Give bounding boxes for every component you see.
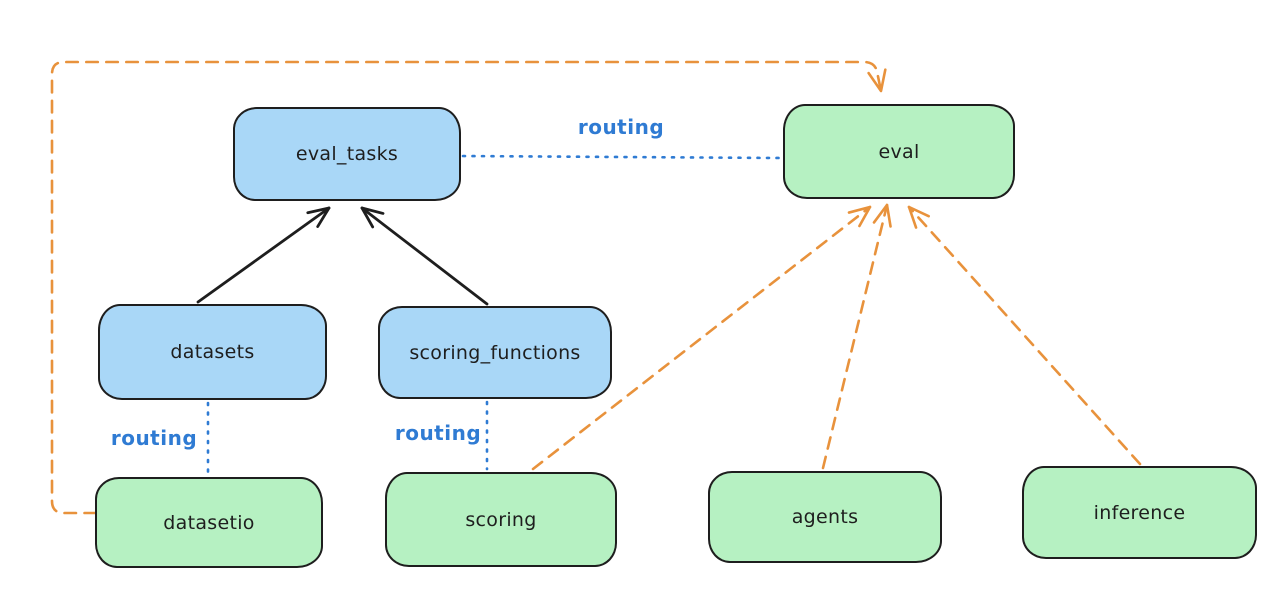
edge-datasetio-to-eval [50, 60, 887, 515]
node-datasetio-label: datasetio [163, 511, 255, 534]
node-inference-label: inference [1093, 501, 1186, 524]
routing-label-eval-tasks-eval: routing [577, 115, 665, 139]
edge-agents-to-eval [821, 203, 892, 470]
edge-scoring-functions-to-eval-tasks [360, 206, 489, 306]
edge-eval-tasks-to-eval-routing [461, 154, 783, 160]
node-inference: inference [1022, 466, 1257, 559]
node-datasetio: datasetio [95, 477, 323, 568]
node-agents: agents [708, 471, 942, 563]
node-scoring: scoring [385, 472, 617, 567]
edge-scoring-to-eval [531, 205, 872, 471]
node-eval-label: eval [878, 140, 920, 163]
node-eval-tasks: eval_tasks [233, 107, 461, 201]
routing-label-scoring-functions-scoring: routing [394, 421, 482, 445]
edge-datasets-to-eval-tasks [196, 206, 331, 304]
node-eval-tasks-label: eval_tasks [295, 143, 399, 165]
routing-label-datasets-datasetio: routing [110, 426, 198, 450]
node-datasets: datasets [98, 304, 327, 400]
edge-inference-to-eval [907, 205, 1142, 466]
node-datasets-label: datasets [170, 341, 255, 363]
node-scoring-functions: scoring_functions [378, 306, 612, 399]
node-agents-label: agents [791, 506, 859, 528]
node-scoring-functions-label: scoring_functions [409, 341, 581, 364]
node-scoring-label: scoring [465, 508, 537, 531]
node-eval: eval [783, 104, 1015, 199]
